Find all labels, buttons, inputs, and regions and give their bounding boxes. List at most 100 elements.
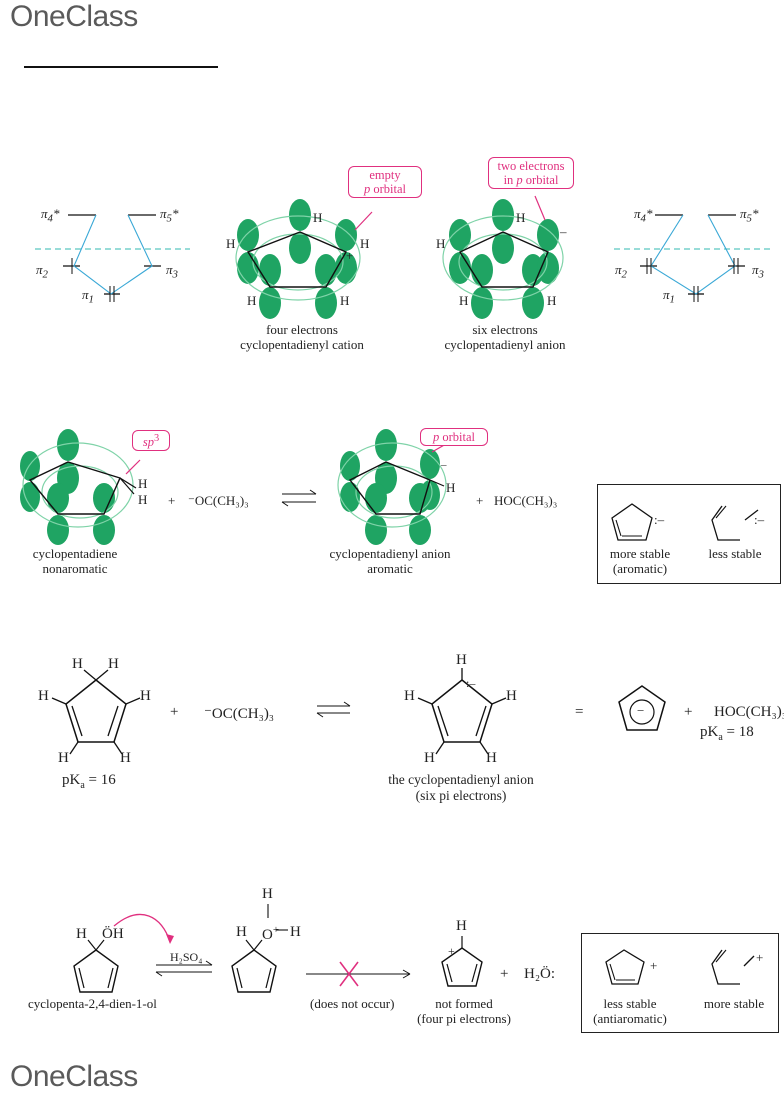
circle-charge: − [637, 703, 645, 718]
cation-h-br: H [340, 293, 350, 308]
cation-h-top: H [313, 210, 323, 225]
box-anion-charge-left: :– [654, 512, 665, 527]
anion-h4: H [424, 750, 435, 766]
cpd-h5: H [58, 750, 69, 766]
cation-h: H [456, 918, 467, 934]
cation-charge: + [346, 248, 354, 263]
h2so4-label: H₂SO₄ [170, 950, 203, 964]
sp3-callout: sp3 [132, 430, 170, 452]
anion-h5: H [486, 750, 497, 766]
cation-empty-p-callout: empty p orbital [348, 166, 422, 198]
anion-h-br: H [547, 293, 557, 308]
sec4-plus: + [500, 966, 509, 982]
ol-caption: cyclopenta-2,4-dien-1-ol [28, 996, 157, 1011]
oxonium-h-top: H [262, 886, 273, 902]
water: H₂Ö: [524, 966, 556, 982]
cpd-h4: H [140, 688, 151, 704]
pi2-label: π2 [36, 262, 48, 281]
cpd-h2: H [108, 656, 119, 672]
header-logo: OneClass [10, 0, 138, 33]
pi4-star-label-right: π4* [634, 206, 653, 225]
sec2-product: HOC(CH₃)₃ [494, 493, 558, 508]
anion-h1: H [456, 652, 467, 668]
anion-lone-pair: :– [466, 676, 476, 690]
cyclopentadiene-caption: cyclopentadiene nonaromatic [32, 546, 118, 576]
anion-caption: six electrons cyclopentadienyl anion [444, 322, 566, 352]
pi3-label: π3 [166, 262, 178, 281]
cation-h-right: H [360, 236, 370, 251]
cation-h-bl: H [247, 293, 257, 308]
not-formed-caption: not formed (four pi electrons) [417, 996, 511, 1026]
box-less-stable-antiaromatic: less stable (antiaromatic) [593, 996, 667, 1026]
pi3-label-right: π3 [752, 262, 764, 281]
does-not-occur-caption: (does not occur) [310, 996, 395, 1011]
box-cation-plus-right: + [756, 950, 764, 965]
pi1-label-right: π1 [663, 287, 675, 306]
sec2-anion-h: H [446, 480, 456, 495]
cpd-h1: H [72, 656, 83, 672]
plus-1: + [168, 493, 176, 508]
anion-h-left: H [436, 236, 446, 251]
sec3-equals: = [575, 704, 584, 720]
sec2-anion-charge: – [441, 459, 447, 471]
oxonium-o: O+ [262, 924, 280, 943]
anion-h-top: H [516, 210, 526, 225]
sec3-plus-1: + [170, 704, 179, 720]
box-more-stable: more stable [703, 996, 765, 1011]
sec2-reagent: ⁻OC(CH₃)₃ [188, 493, 249, 508]
pka-left: pKa = 16 [62, 772, 116, 791]
cation-h-left: H [226, 236, 236, 251]
ol-oh: ÖH [102, 926, 124, 942]
box-less-stable-caption: less stable [708, 546, 762, 561]
title-rule [24, 66, 218, 68]
sec3-plus-2: + [684, 704, 693, 720]
pi2-label-right: π2 [615, 262, 627, 281]
p-orbital-callout: p orbital [420, 428, 488, 446]
box-cation-plus-left: + [650, 958, 658, 973]
oxonium-h-left: H [236, 924, 247, 940]
cation-caption: four electrons cyclopentadienyl cation [240, 322, 364, 352]
plus-2: + [476, 493, 484, 508]
stability-box-anion [597, 484, 781, 584]
sec2-anion-caption: cyclopentadienyl anion aromatic [329, 546, 451, 576]
footer-logo: OneClass [10, 1060, 138, 1093]
box-anion-charge-right: :– [754, 512, 765, 527]
sec3-anion-caption: the cyclopentadienyl anion (six pi elect… [388, 772, 534, 803]
sp3-h-top: H [138, 476, 148, 491]
oxonium-h-right: H [290, 924, 301, 940]
pi5-star-label-right: π5* [740, 206, 759, 225]
pi4-star-label: π4* [41, 206, 60, 225]
pi5-star-label: π5* [160, 206, 179, 225]
anion-h-bl: H [459, 293, 469, 308]
pi1-label: π1 [82, 287, 94, 306]
box-more-stable-caption: more stable (aromatic) [609, 546, 671, 576]
pka-right: pKa = 18 [700, 724, 754, 743]
anion-h2: H [404, 688, 415, 704]
cation-plus: + [448, 944, 455, 958]
anion-charge: – [560, 224, 567, 239]
sp3-h-bottom: H [138, 492, 148, 507]
anion-h3: H [506, 688, 517, 704]
ol-h: H [76, 926, 87, 942]
sec3-product: HOC(CH₃)₃ [714, 704, 784, 720]
cpd-h6: H [120, 750, 131, 766]
cpd-h3: H [38, 688, 49, 704]
